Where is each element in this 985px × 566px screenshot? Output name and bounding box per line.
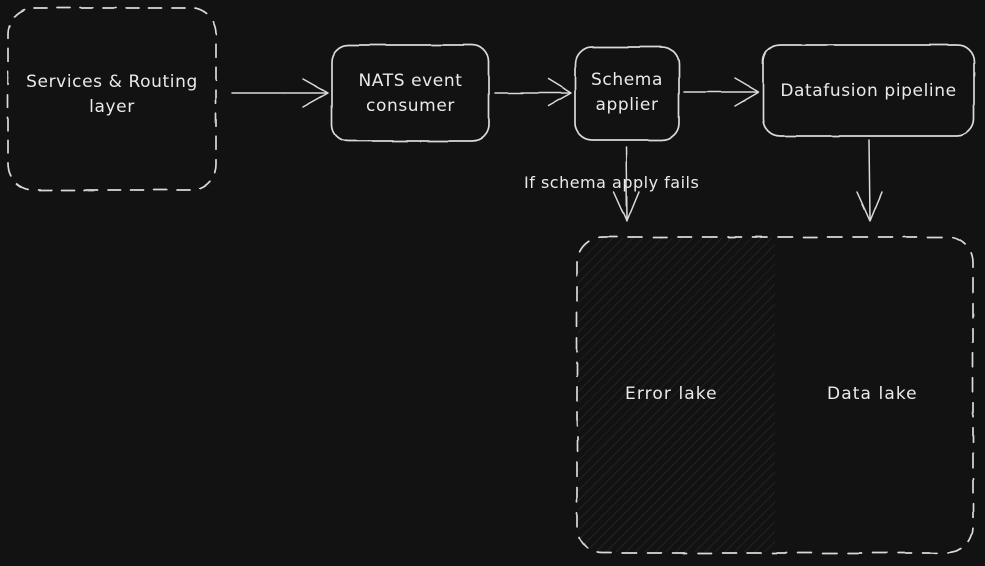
node-lake-container-shape[interactable] bbox=[576, 236, 974, 554]
edge-schema-to-error-lake[interactable] bbox=[613, 146, 640, 222]
lake-label-error-lake: Error lake bbox=[625, 384, 718, 404]
lake-label-data-lake: Data lake bbox=[827, 384, 918, 404]
edge-datafusion-to-data-lake[interactable] bbox=[856, 139, 883, 222]
node-schema-applier-shape[interactable] bbox=[574, 46, 680, 141]
node-datafusion-pipeline-shape[interactable] bbox=[762, 44, 975, 137]
node-nats-event-consumer-shape[interactable] bbox=[331, 44, 490, 142]
edge-nats-to-schema[interactable] bbox=[494, 78, 572, 107]
edge-services-to-nats[interactable] bbox=[231, 78, 329, 108]
edge-label-if-schema-apply-fails: If schema apply fails bbox=[524, 173, 700, 192]
edge-schema-to-datafusion[interactable] bbox=[683, 77, 760, 107]
node-services-routing-layer-shape[interactable] bbox=[7, 7, 217, 191]
